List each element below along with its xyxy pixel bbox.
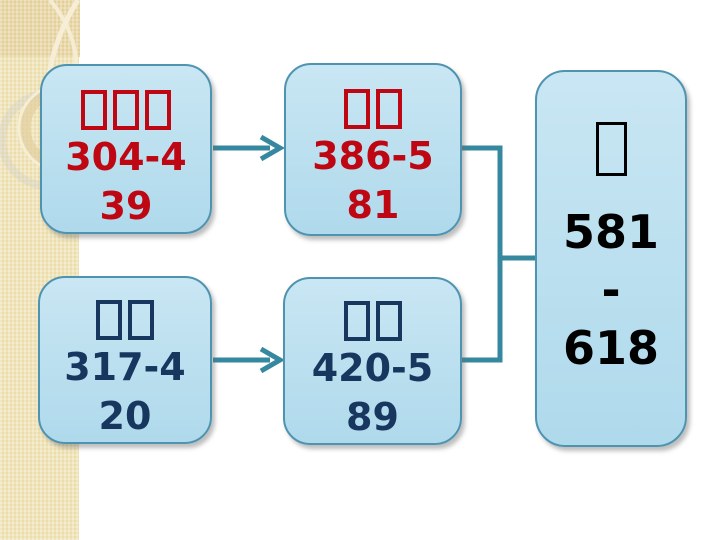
missing-glyph-row [96, 300, 154, 340]
card-top-left: 304-4 39 [40, 64, 212, 234]
arrow-bottom-head [259, 346, 285, 374]
result-number-line2: - [601, 262, 621, 317]
bracket-connector [461, 145, 536, 363]
missing-glyph-row [344, 89, 402, 129]
missing-glyph-box [375, 301, 402, 341]
missing-glyph-box [595, 122, 627, 176]
corner-square-decoration [0, 0, 80, 57]
card-number-line1: 304-4 [65, 135, 187, 179]
card-number-line2: 39 [99, 184, 153, 229]
card-bottom-left: 317-4 20 [38, 276, 212, 444]
missing-glyph-row [595, 122, 627, 176]
card-result: 581 - 618 [535, 70, 687, 447]
missing-glyph-box [343, 301, 370, 341]
bracket-outline [461, 145, 503, 363]
result-number-line1: 581 [562, 205, 660, 259]
card-number-line1: 420-5 [311, 346, 434, 390]
result-number-line3: 618 [562, 320, 660, 375]
arrow-bottom [213, 346, 285, 374]
missing-glyph-row [81, 90, 171, 130]
card-number-line1: 386-5 [312, 134, 434, 178]
missing-glyph-row [343, 301, 402, 341]
card-number-line2: 20 [98, 394, 152, 439]
missing-glyph-box [376, 89, 402, 129]
card-number-line2: 81 [346, 183, 400, 228]
card-number-line1: 317-4 [64, 345, 186, 389]
missing-glyph-box [81, 90, 107, 130]
missing-glyph-box [145, 90, 171, 130]
missing-glyph-box [128, 300, 154, 340]
missing-glyph-box [96, 300, 122, 340]
card-number-line2: 89 [346, 395, 399, 440]
missing-glyph-box [113, 90, 139, 130]
arrow-top [213, 134, 285, 162]
card-top-middle: 386-5 81 [284, 63, 462, 236]
missing-glyph-box [344, 89, 370, 129]
card-bottom-middle: 420-5 89 [283, 277, 462, 445]
arrow-top-head [259, 134, 285, 162]
